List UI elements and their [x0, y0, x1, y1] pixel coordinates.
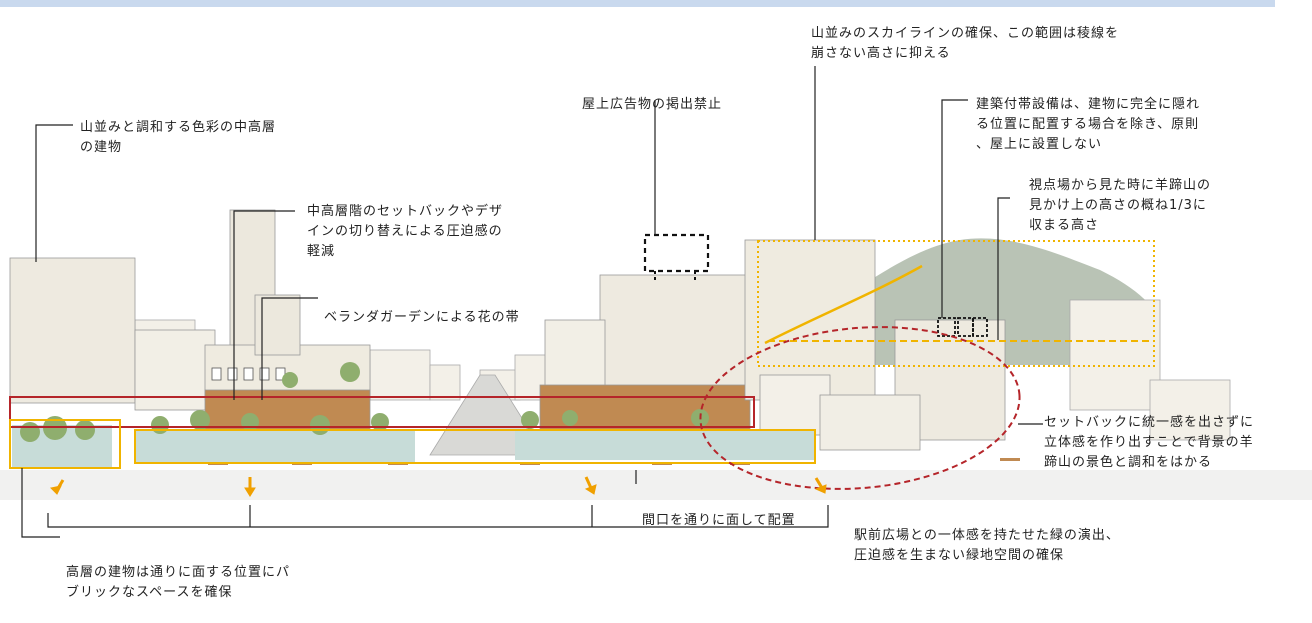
- skyline-curve: [764, 264, 923, 345]
- setback-variety-ellipse: [699, 326, 1021, 490]
- label-building-equipment: 建築付帯設備は、建物に完全に隠れ る位置に配置する場合を除き、原則 、屋上に設置…: [976, 97, 1201, 152]
- label-station-plaza: 駅前広場との一体感を持たせた緑の演出、 圧迫感を生まない緑地空間の確保: [854, 528, 1120, 563]
- road: [0, 470, 1312, 500]
- streetscape-illustration: [0, 66, 1312, 538]
- rooftop-equipment-outline: [937, 317, 988, 337]
- label-frontage: 間口を通りに面して配置: [642, 513, 796, 528]
- label-setback-design: 中高層階のセットバックやデザ インの切り替えによる圧迫感の 軽減: [307, 204, 504, 259]
- label-rooftop-ads: 屋上広告物の掲出禁止: [582, 97, 723, 112]
- frontage-band: [134, 429, 816, 464]
- label-mountain-color: 山並みと調和する色彩の中高層 の建物: [80, 120, 277, 155]
- top-bar: [0, 0, 1275, 7]
- left-tall-building: [9, 209, 276, 411]
- setback-band: [9, 396, 755, 428]
- label-skyline: 山並みのスカイラインの確保、この範囲は稜線を 崩さない高さに抑える: [811, 26, 1120, 61]
- label-setback-variety: セットバックに統一感を出さずに 立体感を作り出すことで背景の羊 蹄山の景色と調和…: [1044, 415, 1255, 470]
- central-tall-building: [539, 274, 751, 431]
- rooftop-ad-outline: [643, 233, 710, 273]
- entrance-arrows: [49, 476, 827, 497]
- label-viewpoint-height: 視点場から見た時に羊蹄山の 見かけ上の高さの概ね1/3に 収まる高さ: [1029, 178, 1212, 233]
- label-public-space: 高層の建物は通りに面する位置にパ ブリックなスペースを確保: [66, 565, 291, 600]
- label-veranda-garden: ベランダガーデンによる花の帯: [324, 310, 520, 325]
- frontage-band-left: [9, 419, 121, 469]
- leader-lines: [21, 66, 1043, 538]
